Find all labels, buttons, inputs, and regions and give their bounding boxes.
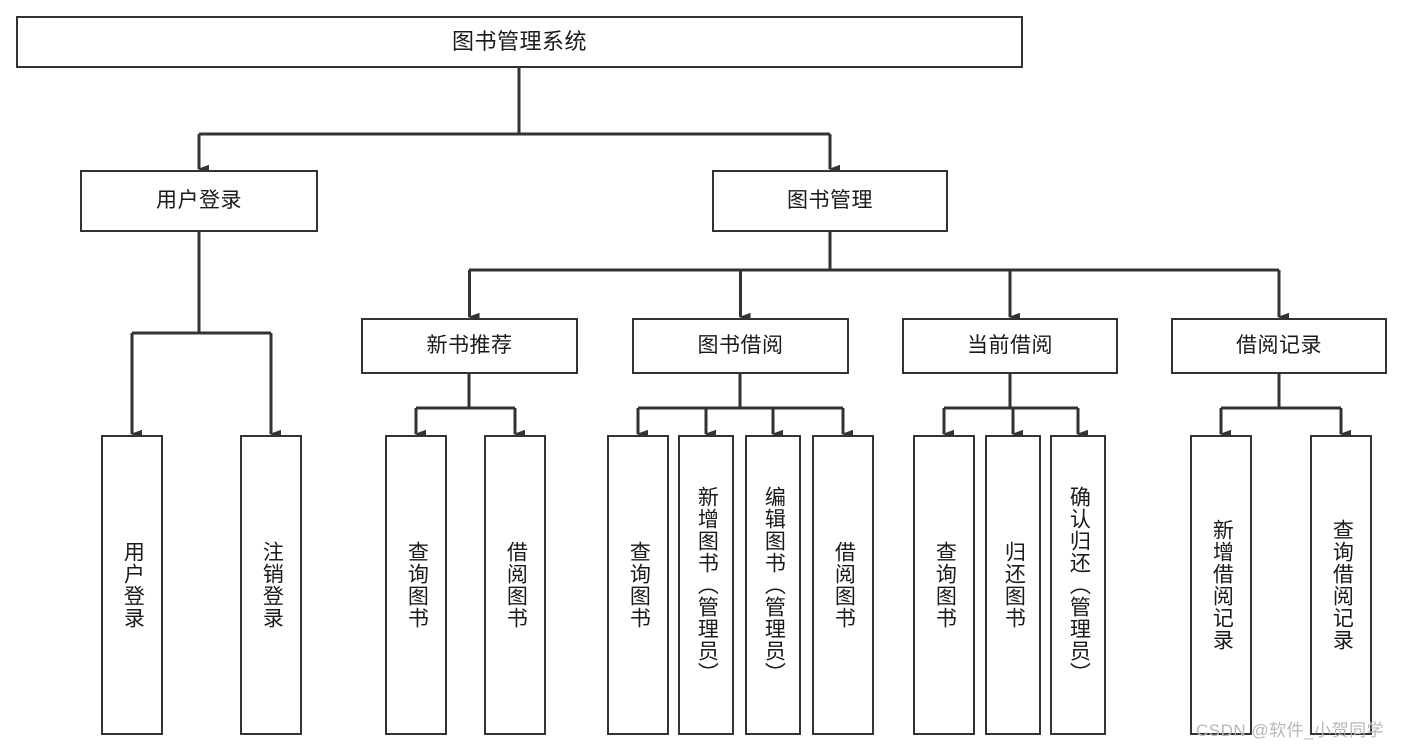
node-label: 查询图书	[627, 541, 651, 629]
node-root[interactable]: 图书管理系统	[16, 16, 1023, 68]
node-leaf-bo-add[interactable]: 新增图书（管理员）	[678, 435, 734, 735]
node-leaf-login[interactable]: 用户登录	[101, 435, 163, 735]
node-leaf-bo-edit[interactable]: 编辑图书（管理员）	[745, 435, 801, 735]
node-label: 用户登录	[156, 189, 242, 213]
node-label: 图书借阅	[697, 334, 784, 358]
node-label: 新增借阅记录	[1210, 519, 1234, 651]
edges-group	[130, 68, 1351, 439]
node-leaf-nb-borrow[interactable]: 借阅图书	[484, 435, 546, 735]
node-label: 图书管理	[787, 189, 873, 213]
node-leaf-bo-borrow[interactable]: 借阅图书	[812, 435, 874, 735]
node-leaf-bo-query[interactable]: 查询图书	[607, 435, 669, 735]
node-newbooks[interactable]: 新书推荐	[361, 318, 578, 374]
node-leaf-rc-query[interactable]: 查询借阅记录	[1310, 435, 1372, 735]
node-label: 图书管理系统	[451, 28, 587, 54]
node-label: 新书推荐	[426, 334, 513, 358]
node-bookmgmt[interactable]: 图书管理	[712, 170, 948, 232]
node-leaf-cu-return[interactable]: 归还图书	[985, 435, 1041, 735]
node-label: 查询图书	[933, 541, 957, 629]
node-label: 用户登录	[121, 541, 145, 629]
node-leaf-logout[interactable]: 注销登录	[240, 435, 302, 735]
node-label: 编辑图书（管理员）	[762, 486, 786, 684]
node-leaf-nb-query[interactable]: 查询图书	[385, 435, 447, 735]
node-label: 当前借阅	[967, 334, 1053, 358]
node-label: 借阅图书	[832, 541, 856, 629]
node-leaf-rc-add[interactable]: 新增借阅记录	[1190, 435, 1252, 735]
csdn-watermark: CSDN @软件_小贺同学	[1196, 721, 1385, 740]
node-label: 查询借阅记录	[1330, 519, 1354, 651]
node-label: 查询图书	[405, 541, 429, 629]
node-label: 归还图书	[1002, 541, 1026, 629]
node-current[interactable]: 当前借阅	[902, 318, 1118, 374]
node-login[interactable]: 用户登录	[80, 170, 318, 232]
node-leaf-cu-query[interactable]: 查询图书	[913, 435, 975, 735]
node-label: 注销登录	[260, 541, 284, 629]
node-label: 确认归还（管理员）	[1067, 486, 1091, 684]
node-leaf-cu-confirm[interactable]: 确认归还（管理员）	[1050, 435, 1106, 735]
node-label: 新增图书（管理员）	[695, 486, 719, 684]
node-label: 借阅图书	[504, 541, 528, 629]
node-label: 借阅记录	[1236, 334, 1322, 358]
node-borrow[interactable]: 图书借阅	[632, 318, 849, 374]
node-records[interactable]: 借阅记录	[1171, 318, 1387, 374]
